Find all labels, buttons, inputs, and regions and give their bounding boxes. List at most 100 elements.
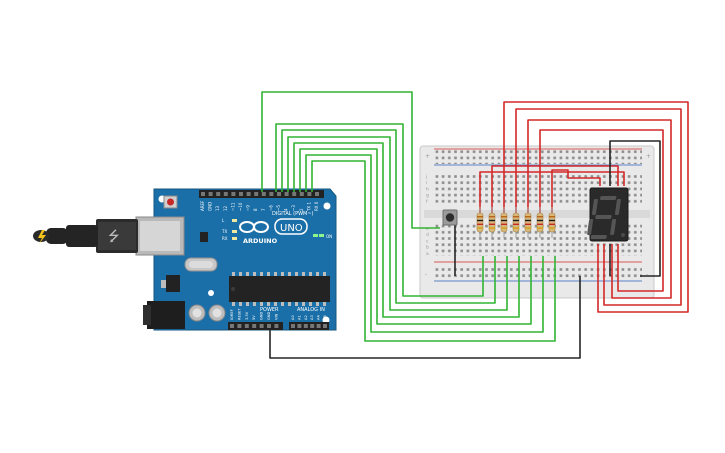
power-pin[interactable] — [259, 324, 264, 328]
seven-segment-display[interactable] — [586, 187, 629, 242]
analog-pin-label: A4 — [317, 315, 321, 320]
resistor-band — [513, 223, 519, 225]
row-letter: g — [426, 194, 429, 199]
board-led-rx — [232, 237, 237, 240]
digital-pin[interactable] — [246, 192, 251, 196]
resistor-band — [501, 227, 507, 229]
black-wire[interactable] — [609, 140, 661, 277]
red-wire[interactable] — [551, 169, 601, 214]
power-pin[interactable] — [237, 324, 242, 328]
digital-pin[interactable] — [315, 192, 319, 196]
row-letter: d — [426, 232, 429, 238]
board-led-label: TX — [221, 229, 227, 234]
digital-pin-label: GND — [208, 202, 213, 211]
resistor-band — [477, 223, 483, 225]
digital-pin[interactable] — [277, 192, 281, 196]
resistor-body — [536, 212, 544, 233]
uno-model-label: UNO — [280, 223, 303, 234]
analog-pin[interactable] — [310, 324, 315, 328]
digital-pin[interactable] — [307, 192, 312, 196]
power-pin[interactable] — [252, 324, 257, 328]
red-wire[interactable] — [515, 108, 682, 306]
rail-minus-label-bottom-right: - — [646, 271, 648, 278]
chip-pin — [232, 302, 235, 306]
digital-pin[interactable] — [239, 192, 243, 196]
green-wire[interactable] — [287, 136, 508, 311]
green-wire[interactable] — [275, 123, 484, 297]
digital-pin[interactable] — [292, 192, 297, 196]
resistor[interactable] — [536, 207, 544, 238]
digital-pin[interactable] — [261, 192, 266, 196]
green-signal-wires[interactable] — [261, 91, 556, 342]
power-pin-header[interactable] — [228, 322, 283, 330]
digital-pin[interactable] — [201, 192, 205, 196]
resistor[interactable] — [476, 207, 484, 238]
red-wire[interactable] — [491, 165, 619, 214]
digital-pin[interactable] — [254, 192, 259, 196]
resistor[interactable] — [548, 207, 556, 238]
black-wire[interactable] — [269, 276, 581, 359]
green-wire[interactable] — [305, 154, 544, 333]
power-pin-label: GND — [267, 312, 271, 320]
resistor-band — [477, 227, 483, 229]
analog-pin-header[interactable] — [289, 322, 329, 330]
pushbutton[interactable] — [442, 209, 458, 226]
green-wire[interactable] — [311, 160, 556, 342]
chip-pin — [281, 302, 284, 306]
digital-pin[interactable] — [299, 192, 304, 196]
analog-pin[interactable] — [316, 324, 321, 328]
resistor-band — [513, 216, 519, 218]
chip-pin — [267, 272, 270, 276]
resistor-body — [476, 212, 484, 233]
digital-pin[interactable] — [269, 192, 274, 196]
chip-pin — [316, 272, 319, 276]
chip-pin — [309, 302, 312, 306]
decimal-point — [621, 233, 625, 237]
digital-pin[interactable] — [216, 192, 221, 196]
digital-pin[interactable] — [208, 192, 213, 196]
resistor[interactable] — [512, 207, 520, 238]
chip-pin — [253, 302, 256, 306]
power-pin[interactable] — [267, 324, 271, 328]
reset-button[interactable] — [163, 195, 178, 209]
digital-pin[interactable] — [231, 192, 236, 196]
red-power-wires[interactable] — [479, 101, 689, 313]
power-pin[interactable] — [274, 324, 279, 328]
resistor[interactable] — [524, 207, 532, 238]
power-pin-label: 5V — [252, 315, 256, 320]
resistor-band — [549, 227, 555, 229]
green-wire[interactable] — [261, 91, 440, 229]
analog-pin[interactable] — [291, 324, 295, 328]
resistor[interactable] — [488, 207, 496, 238]
chip-pin — [239, 302, 242, 306]
rail-minus-label-bottom: - — [425, 271, 427, 278]
black-ground-wires[interactable] — [269, 140, 661, 359]
analog-pin[interactable] — [303, 324, 308, 328]
mounting-hole — [208, 290, 214, 296]
digital-pin-label: 8 — [253, 208, 258, 211]
resistor[interactable] — [500, 207, 508, 238]
green-wire[interactable] — [299, 148, 532, 325]
red-wire[interactable] — [503, 101, 689, 313]
red-wire[interactable] — [527, 119, 672, 299]
analog-pin[interactable] — [323, 324, 327, 328]
resistor-array[interactable] — [476, 207, 556, 238]
resistor-band — [549, 219, 555, 222]
analog-pin[interactable] — [297, 324, 302, 328]
resistor-band — [525, 219, 531, 222]
resistor-band — [513, 219, 519, 222]
green-wire[interactable] — [281, 129, 496, 304]
digital-pin[interactable] — [223, 192, 228, 196]
power-pin[interactable] — [230, 324, 234, 328]
green-wire[interactable] — [293, 142, 520, 318]
power-pin[interactable] — [244, 324, 249, 328]
resistor-band — [489, 219, 495, 222]
digital-pin[interactable] — [284, 192, 289, 196]
digital-pin-header[interactable] — [199, 190, 324, 198]
red-wire[interactable] — [539, 129, 664, 292]
resistor-band — [537, 219, 543, 222]
